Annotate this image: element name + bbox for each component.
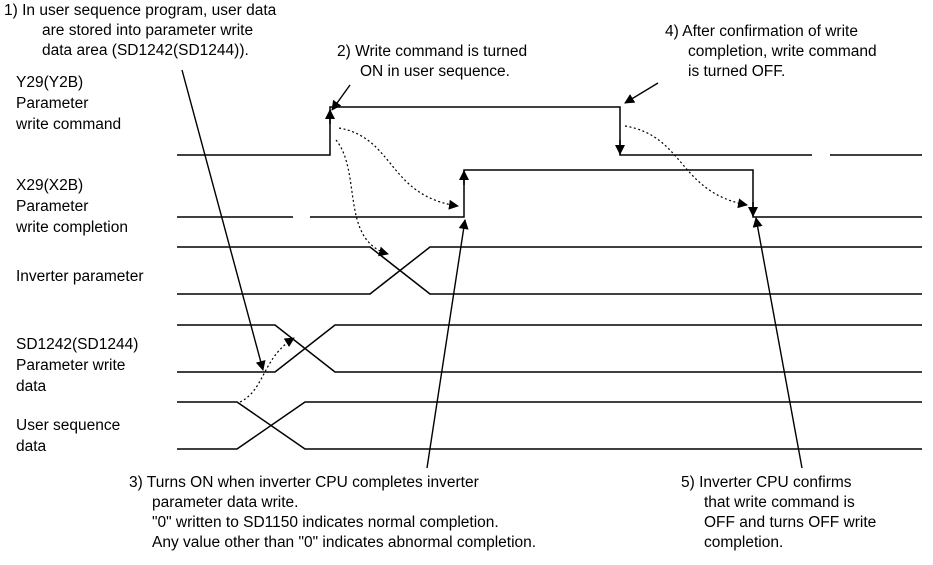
arrow-note4 — [624, 82, 659, 104]
dotted-arrow-y29-to-x29 — [338, 127, 459, 210]
inverter-parameter-upper — [177, 246, 922, 295]
arrow-note5 — [752, 217, 803, 469]
dotted-arrow-y29-to-inverter — [335, 139, 389, 257]
annotation-1: 1) In user sequence program, user data a… — [4, 2, 277, 59]
inverter-parameter-label: Inverter parameter — [16, 268, 144, 285]
inverter-parameter-lower — [177, 246, 922, 295]
arrow-note1 — [181, 69, 266, 371]
sd1242-lower — [177, 324, 922, 373]
annotation-2: 2) Write command is turned ON in user se… — [337, 43, 528, 80]
sd1242-upper — [177, 324, 922, 373]
y29-waveform — [177, 106, 922, 156]
annotation-5: 5) Inverter CPU confirms that write comm… — [681, 474, 877, 551]
dotted-arrow-y29off-to-x29off — [624, 125, 748, 209]
annotation-4: 4) After confirmation of write completio… — [665, 23, 877, 80]
x29-waveform — [177, 169, 922, 218]
user-data-upper — [177, 401, 922, 450]
annotation-3: 3) Turns ON when inverter CPU completes … — [129, 474, 537, 551]
dotted-arrow-user-to-sd1242 — [239, 337, 295, 403]
arrow-note3 — [426, 219, 469, 469]
user-data-lower — [177, 401, 922, 450]
arrow-note2 — [331, 84, 351, 111]
